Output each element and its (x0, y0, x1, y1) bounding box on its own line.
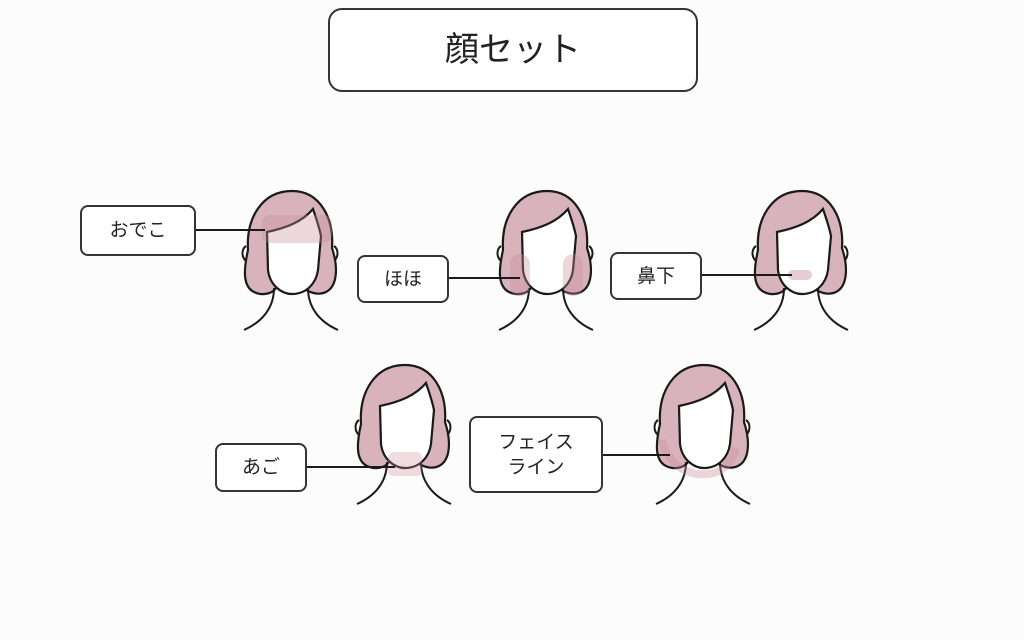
forehead-highlight (262, 215, 332, 243)
under-nose-highlight (788, 270, 812, 280)
cheek-right-highlight (563, 254, 583, 296)
label-faceline: フェイス ライン (469, 416, 603, 493)
chin-highlight (388, 452, 422, 476)
head-faceline (653, 363, 752, 506)
label-forehead: おでこ (80, 205, 196, 256)
label-faceline-line2: ライン (507, 455, 565, 478)
page-title: 顔セット (328, 8, 698, 92)
head-forehead (241, 189, 340, 332)
label-cheeks: ほほ (357, 255, 449, 303)
head-chin (354, 363, 453, 506)
label-chin: あご (215, 443, 307, 492)
cheek-left-highlight (510, 254, 530, 296)
label-under-nose: 鼻下 (610, 252, 702, 300)
label-faceline-line1: フェイス (498, 430, 574, 453)
head-under-nose (751, 189, 850, 332)
leader-lines (196, 229, 792, 468)
faceline-highlight (658, 438, 740, 479)
